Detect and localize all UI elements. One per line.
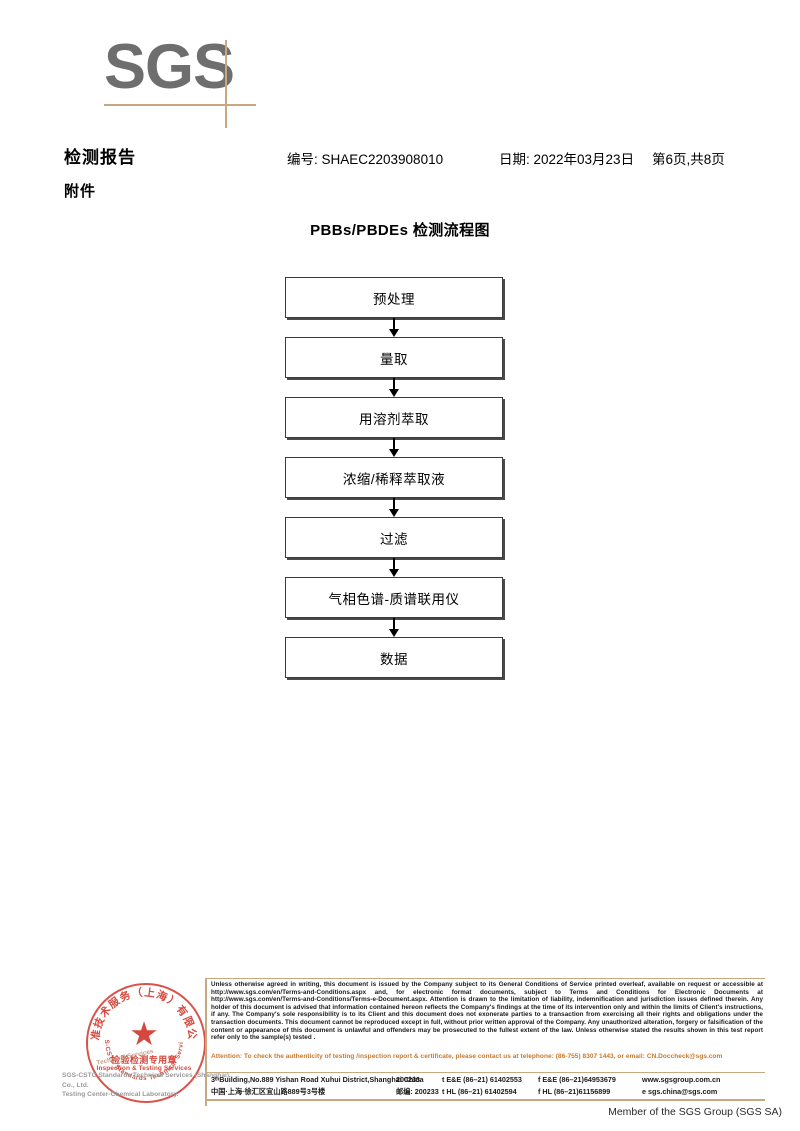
document-footer: Unless otherwise agreed in writing, this… bbox=[0, 962, 800, 1131]
footer-bottom-rule bbox=[205, 1099, 765, 1101]
stamp-watermark-line1: SGS-CSTC Standards Technical Services (S… bbox=[62, 1072, 230, 1089]
footer-left-rule bbox=[205, 978, 207, 1106]
star-icon: ★ bbox=[129, 1015, 159, 1052]
page-number: 第6页,共8页 bbox=[652, 152, 725, 167]
address-row-en: 3ᵗʰBuilding,No.889 Yishan Road Xuhui Dis… bbox=[211, 1074, 771, 1086]
flow-step-concentrate-dilute: 浓缩/稀释萃取液 bbox=[285, 457, 503, 498]
logo-vertical-rule bbox=[225, 40, 227, 128]
fax-ee: f E&E (86–21)64953679 bbox=[538, 1075, 616, 1084]
attachment-label: 附件 bbox=[64, 183, 97, 200]
flow-arrow-3 bbox=[285, 438, 503, 457]
address-en: 3ᵗʰBuilding,No.889 Yishan Road Xuhui Dis… bbox=[211, 1075, 424, 1084]
tel-ee: t E&E (86–21) 61402553 bbox=[442, 1075, 522, 1084]
flow-arrow-6 bbox=[285, 618, 503, 637]
stamp-arc-text-cn: 准技术服务（上海）有限公 bbox=[89, 986, 197, 1041]
logo-horizontal-rule bbox=[104, 104, 256, 106]
member-of-sgs-group: Member of the SGS Group (SGS SA) bbox=[608, 1106, 782, 1118]
sgs-logo-text: SGS bbox=[104, 32, 235, 102]
flow-step-solvent-extraction: 用溶剂萃取 bbox=[285, 397, 503, 438]
flow-arrow-4 bbox=[285, 498, 503, 517]
report-number: 编号: SHAEC2203908010 bbox=[287, 152, 444, 167]
flowchart-title: PBBs/PBDEs 检测流程图 bbox=[310, 222, 490, 239]
flow-step-data: 数据 bbox=[285, 637, 503, 678]
footer-address-rule bbox=[205, 1072, 765, 1073]
flow-step-filtration: 过滤 bbox=[285, 517, 503, 558]
inspection-stamp: 准技术服务（上海）有限公 SGS-CSTC Standards Technica… bbox=[86, 983, 206, 1103]
flow-step-measure: 量取 bbox=[285, 337, 503, 378]
stamp-center-en: Inspection & Testing Services bbox=[96, 1065, 192, 1072]
email: e sgs.china@sgs.com bbox=[642, 1087, 718, 1096]
legal-disclaimer: Unless otherwise agreed in writing, this… bbox=[211, 981, 763, 1042]
website: www.sgsgroup.com.cn bbox=[642, 1075, 721, 1084]
flow-step-pretreatment: 预处理 bbox=[285, 277, 503, 318]
address-cn: 中国·上海·徐汇区宜山路889号3号楼 bbox=[211, 1087, 326, 1096]
postcode-cn: 邮编: 200233 bbox=[396, 1087, 439, 1096]
postcode-en: 200233 bbox=[396, 1075, 420, 1084]
flow-arrow-2 bbox=[285, 378, 503, 397]
stamp-watermark-line2: Testing Center-Chemical Laboratory. bbox=[62, 1091, 179, 1098]
address-row-cn: 中国·上海·徐汇区宜山路889号3号楼 邮编: 200233 t HL (86–… bbox=[211, 1086, 771, 1098]
footer-top-rule bbox=[205, 978, 765, 979]
flow-step-gcms: 气相色谱-质谱联用仪 bbox=[285, 577, 503, 618]
stamp-arc-text-en: SGS-CSTC Standards Technical Services bbox=[86, 983, 184, 1082]
flow-arrow-5 bbox=[285, 558, 503, 577]
stamp-center-cn: 检验检测专用章 bbox=[111, 1055, 177, 1065]
footer-address-block: 3ᵗʰBuilding,No.889 Yishan Road Xuhui Dis… bbox=[211, 1074, 771, 1098]
flowchart: 预处理 量取 用溶剂萃取 浓缩/稀释萃取液 过滤 气相色谱-质谱联用仪 数据 bbox=[285, 277, 503, 678]
attention-notice: Attention: To check the authenticity of … bbox=[211, 1053, 723, 1060]
report-date: 日期: 2022年03月23日 bbox=[499, 152, 635, 167]
tel-hl: t HL (86–21) 61402594 bbox=[442, 1087, 517, 1096]
page-title: 检测报告 bbox=[64, 148, 136, 167]
flow-arrow-1 bbox=[285, 318, 503, 337]
sgs-logo: SGS bbox=[104, 32, 284, 128]
fax-hl: f HL (86–21)61156899 bbox=[538, 1087, 611, 1096]
stamp-watermark: SGS-CSTC Standards Technical Services (S… bbox=[62, 1071, 242, 1100]
